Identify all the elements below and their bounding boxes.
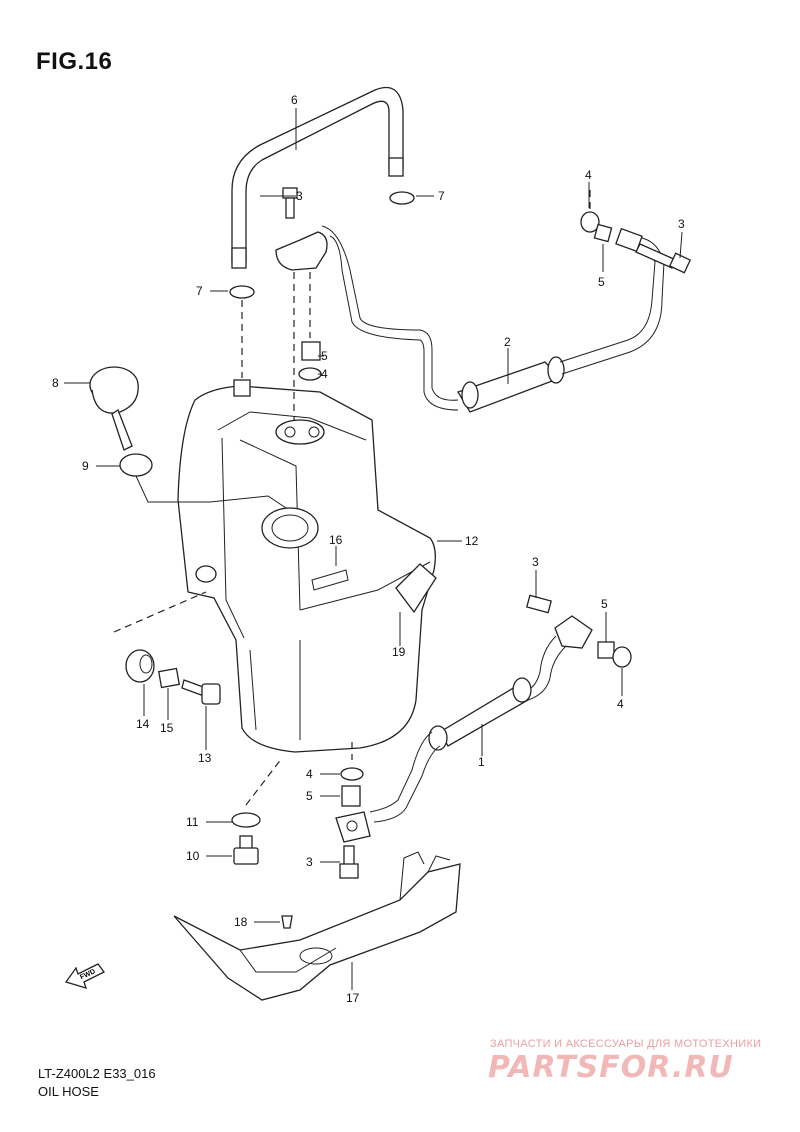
watermark-tagline: ЗАПЧАСТИ И АКСЕССУАРЫ ДЛЯ МОТОТЕХНИКИ — [490, 1038, 762, 1050]
breather-hose-part-6 — [231, 86, 404, 269]
clip-part-7-right — [389, 191, 415, 205]
callout-8: 8 — [52, 376, 59, 390]
callout-4-right: 4 — [585, 168, 592, 182]
callout-12: 12 — [465, 534, 479, 548]
callout-18: 18 — [234, 915, 248, 929]
callout-3-right: 3 — [678, 217, 685, 231]
callout-13: 13 — [198, 751, 212, 765]
callout-17: 17 — [346, 991, 360, 1005]
callout-4-mid: 4 — [321, 367, 328, 381]
bolt-part-3-top — [282, 187, 298, 219]
callout-7-right: 7 — [438, 189, 445, 203]
callout-10: 10 — [186, 849, 200, 863]
diagram-name: OIL HOSE — [38, 1084, 99, 1099]
oil-hose-part-1 — [335, 615, 593, 843]
callout-16: 16 — [329, 533, 343, 547]
skid-plate-part-17 — [173, 851, 461, 1001]
bolt-part-3-right — [635, 243, 692, 274]
clip-part-7-left — [229, 285, 255, 299]
collar-part-5-mid — [301, 341, 321, 361]
callout-4-bottom: 4 — [306, 767, 313, 781]
callout-5-lower: 5 — [601, 597, 608, 611]
callout-3-lower: 3 — [532, 555, 539, 569]
callout-1: 1 — [478, 755, 485, 769]
figure-title: FIG.16 — [36, 48, 113, 75]
assembly-lines — [113, 190, 591, 806]
washer-part-4-right — [580, 211, 600, 233]
clip-part-18 — [281, 915, 293, 929]
bolt-part-13 — [181, 679, 221, 705]
drain-plug-part-10 — [233, 835, 259, 865]
callout-3-bottom: 3 — [306, 855, 313, 869]
fwd-arrow-icon: FWD — [64, 963, 105, 989]
oil-hose-part-2 — [321, 225, 665, 413]
grommet-part-14 — [125, 649, 155, 683]
callout-6: 6 — [291, 93, 298, 107]
oil-cap-part-8 — [89, 366, 139, 451]
banjo-fitting-top — [275, 231, 328, 271]
callout-15: 15 — [160, 721, 174, 735]
callout-3-top: 3 — [296, 189, 303, 203]
callout-9: 9 — [82, 459, 89, 473]
callout-5-mid: 5 — [321, 349, 328, 363]
gasket-part-11 — [231, 812, 261, 828]
watermark-logo: PARTSFOR.RU — [488, 1050, 734, 1085]
callout-numbers: 6 3 7 7 4 3 5 2 5 4 8 9 12 16 19 3 5 4 1… — [52, 93, 685, 1005]
washer-part-4-lower — [612, 646, 632, 668]
callout-2: 2 — [504, 335, 511, 349]
bolt-part-3-lower — [526, 594, 552, 614]
collar-part-5-right — [593, 223, 613, 243]
washer-part-4-mid — [298, 367, 322, 381]
callout-5-bottom: 5 — [306, 789, 313, 803]
leader-lines — [64, 108, 683, 990]
diagram-code: LT-Z400L2 E33_016 — [38, 1066, 156, 1081]
washer-part-4-bottom — [340, 767, 364, 781]
callout-5-right: 5 — [598, 275, 605, 289]
label-part-19 — [395, 563, 437, 614]
callout-19: 19 — [392, 645, 406, 659]
collar-part-15 — [157, 667, 181, 689]
o-ring-part-9 — [119, 453, 153, 477]
callout-11: 11 — [186, 815, 199, 829]
callout-4-lower: 4 — [617, 697, 624, 711]
callout-14: 14 — [136, 717, 150, 731]
collar-part-5-lower — [597, 641, 615, 659]
callout-7-left: 7 — [196, 284, 203, 298]
oil-tank-part-12 — [177, 379, 436, 753]
collar-part-5-bottom — [341, 785, 361, 807]
bolt-part-3-bottom — [339, 845, 359, 879]
